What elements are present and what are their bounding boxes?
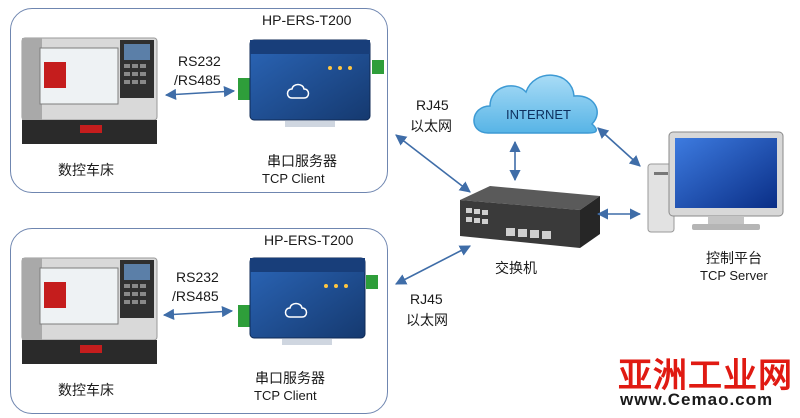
internet-cloud xyxy=(473,74,598,134)
machine-label-bottom: 数控车床 xyxy=(58,382,114,398)
serial-link-label-top-line1: RS232 xyxy=(178,53,221,69)
watermark-title: 亚洲工业网 xyxy=(618,356,793,396)
switch-label: 交换机 xyxy=(495,260,537,276)
arrow-lathe-server-bottom xyxy=(162,306,234,320)
rj45-label-top-line2: 以太网 xyxy=(410,118,452,134)
serial-link-label-top-line2: /RS485 xyxy=(174,72,221,88)
arrow-server-switch-bottom xyxy=(395,245,471,285)
server-mode-label-top: TCP Client xyxy=(262,171,325,186)
serial-link-label-bottom-line1: RS232 xyxy=(176,269,219,285)
cnc-lathe-image-bottom xyxy=(21,257,158,364)
serial-server-image-bottom xyxy=(238,257,378,345)
serial-server-image-top xyxy=(238,39,384,127)
server-label-bottom: 串口服务器 xyxy=(255,370,325,386)
serial-link-label-bottom-line2: /RS485 xyxy=(172,288,219,304)
server-label-top: 串口服务器 xyxy=(267,153,337,169)
rj45-label-top-line1: RJ45 xyxy=(416,97,449,113)
rj45-label-bottom-line1: RJ45 xyxy=(410,291,443,307)
device-model-label-bottom: HP-ERS-T200 xyxy=(264,232,354,248)
control-platform-computer-image xyxy=(647,131,784,233)
platform-mode-label: TCP Server xyxy=(700,268,768,283)
arrow-cloud-platform xyxy=(597,127,641,167)
rj45-label-bottom-line2: 以太网 xyxy=(406,312,448,328)
platform-label: 控制平台 xyxy=(706,250,762,266)
network-switch-image xyxy=(460,186,600,248)
machine-label-top: 数控车床 xyxy=(58,162,114,178)
arrow-lathe-server-top xyxy=(164,86,236,100)
internet-label: INTERNET xyxy=(506,107,571,122)
cnc-lathe-image-top xyxy=(21,37,158,144)
server-mode-label-bottom: TCP Client xyxy=(254,388,317,403)
device-model-label-top: HP-ERS-T200 xyxy=(262,12,352,28)
watermark-url: www.Cemao.com xyxy=(620,390,774,409)
arrow-server-switch-top xyxy=(395,134,471,193)
